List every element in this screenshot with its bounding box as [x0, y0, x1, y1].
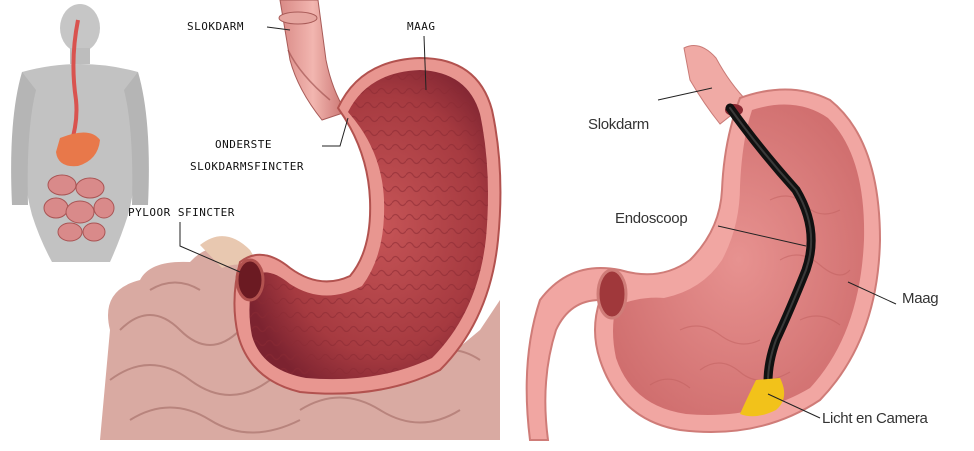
stomach-left — [234, 58, 500, 394]
label-maag-right: Maag — [902, 290, 938, 307]
label-onderste-line2: SLOKDARMSFINCTER — [190, 160, 304, 173]
label-onderste-line1: ONDERSTE — [215, 138, 272, 151]
label-slokdarm-left: SLOKDARM — [187, 20, 244, 33]
label-slokdarm-right: Slokdarm — [588, 116, 649, 133]
label-maag-left: MAAG — [407, 20, 436, 33]
label-pyloor-sfincter: PYLOOR SFINCTER — [128, 206, 235, 219]
human-body-thumbnail — [11, 4, 149, 262]
esophagus-left — [279, 0, 346, 120]
label-licht-en-camera: Licht en Camera — [822, 410, 928, 427]
stomach-right — [527, 46, 880, 440]
label-endoscoop: Endoscoop — [615, 210, 687, 227]
